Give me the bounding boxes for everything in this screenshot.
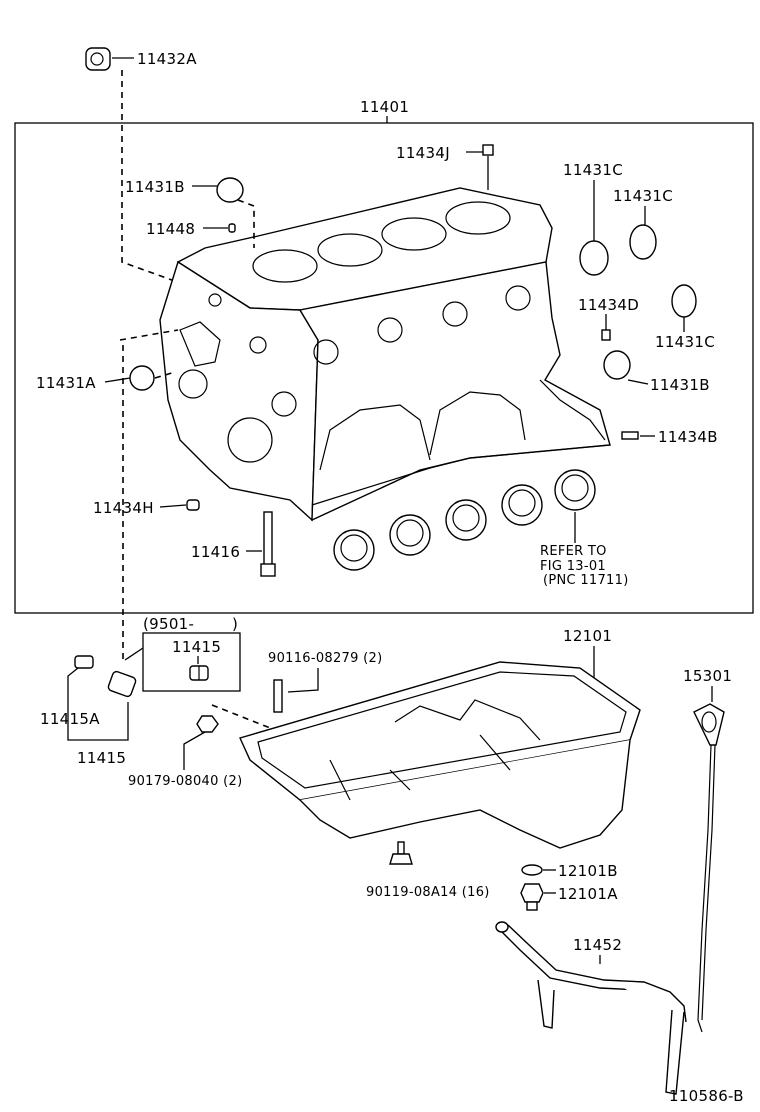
cylinder-block-frame (14, 122, 754, 614)
refer-line-3: (PNC 11711) (543, 573, 629, 588)
label-9501-close: ) (232, 615, 238, 633)
label-11431a: 11431A (36, 374, 96, 392)
bearing-11431b-right-icon (603, 350, 631, 380)
bearing-11431c-1-icon (579, 240, 609, 276)
bearing-11431a-icon (129, 365, 155, 391)
fitting-11415-inner-icon (189, 665, 209, 681)
label-11431b-right: 11431B (650, 376, 710, 394)
label-11415-inner: 11415 (172, 638, 221, 656)
label-11434d: 11434D (578, 296, 639, 314)
label-11452: 11452 (573, 936, 622, 954)
dipstick-15301-icon (693, 703, 725, 1033)
drain-plug-12101a-icon (520, 883, 544, 911)
label-11401: 11401 (360, 98, 409, 116)
label-11434h: 11434H (93, 499, 154, 517)
oil-pan-icon (239, 661, 641, 849)
cylinder-block-icon (159, 187, 611, 522)
pin-11434h-icon (186, 499, 200, 511)
gasket-12101b-icon (521, 864, 543, 876)
bearing-11431c-2-icon (629, 224, 657, 260)
label-11432a: 11432A (137, 50, 197, 68)
option-box-9501 (142, 632, 241, 692)
label-11415: 11415 (77, 749, 126, 767)
plug-11432a-icon (85, 47, 111, 71)
label-15301: 15301 (683, 667, 732, 685)
label-90116: 90116-08279 (2) (268, 651, 382, 666)
refer-line-1: REFER TO (540, 544, 607, 559)
label-11434j: 11434J (396, 144, 450, 162)
label-12101a: 12101A (558, 885, 618, 903)
dipstick-guide-11452-icon (495, 921, 687, 1095)
pin-11434j-icon (482, 144, 494, 156)
label-11416: 11416 (191, 543, 240, 561)
nut-90179-icon (196, 715, 219, 733)
label-11431b-top: 11431B (125, 178, 185, 196)
crank-bearings-icon (333, 469, 596, 571)
label-11431c-1: 11431C (563, 161, 623, 179)
label-12101: 12101 (563, 627, 612, 645)
bolt-90119-icon (389, 841, 413, 865)
bolt-11416-icon (260, 511, 276, 577)
label-12101b: 12101B (558, 862, 618, 880)
label-11434b: 11434B (658, 428, 718, 446)
label-90179: 90179-08040 (2) (128, 774, 242, 789)
label-11448: 11448 (146, 220, 195, 238)
bearing-11431c-3-icon (671, 284, 697, 318)
label-9501: (9501- (143, 615, 194, 633)
stud-90116-icon (273, 679, 283, 713)
label-11431c-2: 11431C (613, 187, 673, 205)
label-90119: 90119-08A14 (16) (366, 885, 490, 900)
fitting-11415-icon (107, 670, 137, 698)
refer-line-2: FIG 13-01 (540, 559, 606, 574)
pin-11434b-icon (621, 431, 639, 440)
bearing-11431b-top-icon (216, 177, 244, 203)
label-11431c-3: 11431C (655, 333, 715, 351)
pin-11448-icon (228, 223, 236, 233)
label-11415a: 11415A (40, 710, 100, 728)
plug-11415a-icon (74, 655, 94, 669)
figure-id: 110586-B (669, 1087, 744, 1105)
pin-11434d-icon (601, 329, 611, 341)
